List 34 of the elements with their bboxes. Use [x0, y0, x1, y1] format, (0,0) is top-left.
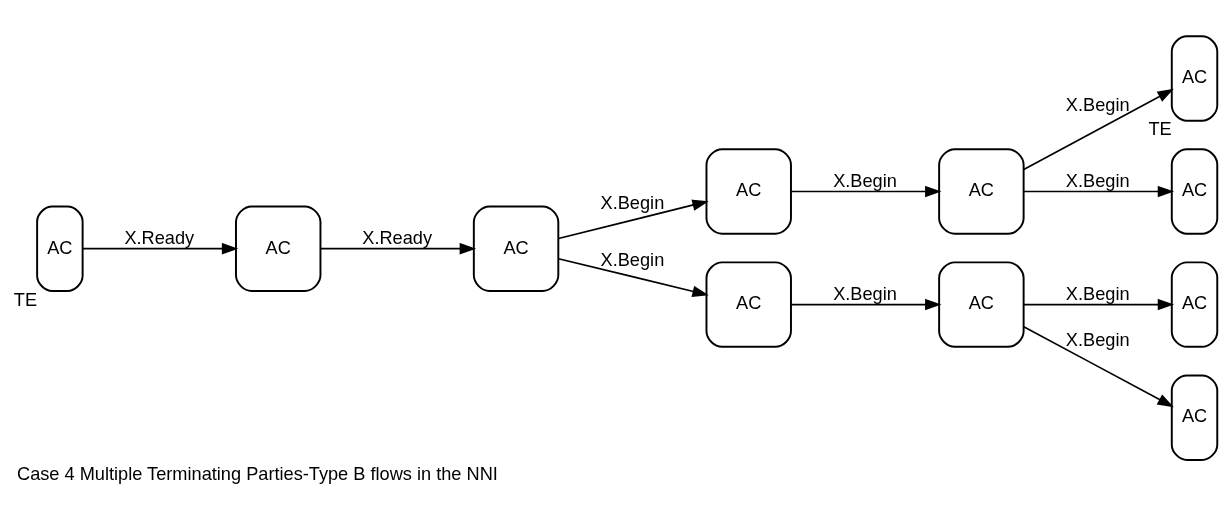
edge-label: X.Begin — [1065, 283, 1130, 304]
edge-label: X.Begin — [1065, 170, 1130, 191]
arrow — [790, 298, 942, 310]
arrow — [319, 242, 477, 254]
arrow — [81, 242, 239, 254]
edge-label: X.Begin — [600, 192, 665, 213]
node-box: AC — [1170, 260, 1219, 348]
arrow — [1022, 325, 1174, 407]
node-box: AC — [235, 205, 322, 292]
arrow — [557, 257, 709, 297]
edge-label: X.Begin — [1065, 329, 1130, 350]
node-label: TE — [13, 289, 38, 309]
edge-label: X.Begin — [833, 283, 897, 304]
arrow — [1022, 185, 1175, 197]
edge-label: X.Ready — [124, 227, 195, 248]
node-box: AC — [1170, 34, 1219, 122]
edge-label: X.Begin — [833, 170, 897, 191]
node-box: AC — [1170, 147, 1219, 235]
edge-label: X.Begin — [600, 249, 665, 270]
node-box: AC — [938, 260, 1025, 348]
node-box: AC — [472, 205, 560, 292]
node-box: AC — [705, 147, 792, 235]
arrow — [1022, 298, 1175, 310]
edge-label: X.Begin — [1065, 94, 1130, 115]
arrow — [557, 199, 709, 239]
arrow — [1022, 88, 1174, 170]
node-box: AC — [36, 205, 84, 292]
node-box: AC — [1170, 373, 1219, 461]
node-box: AC — [705, 260, 792, 348]
arrow — [790, 185, 942, 197]
caption: Case 4 Multiple Terminating Parties-Type B flows in the NNI — [17, 463, 498, 484]
edge-label: X.Ready — [362, 227, 433, 248]
node-label: TE — [1148, 118, 1172, 139]
node-box: AC — [938, 147, 1025, 235]
